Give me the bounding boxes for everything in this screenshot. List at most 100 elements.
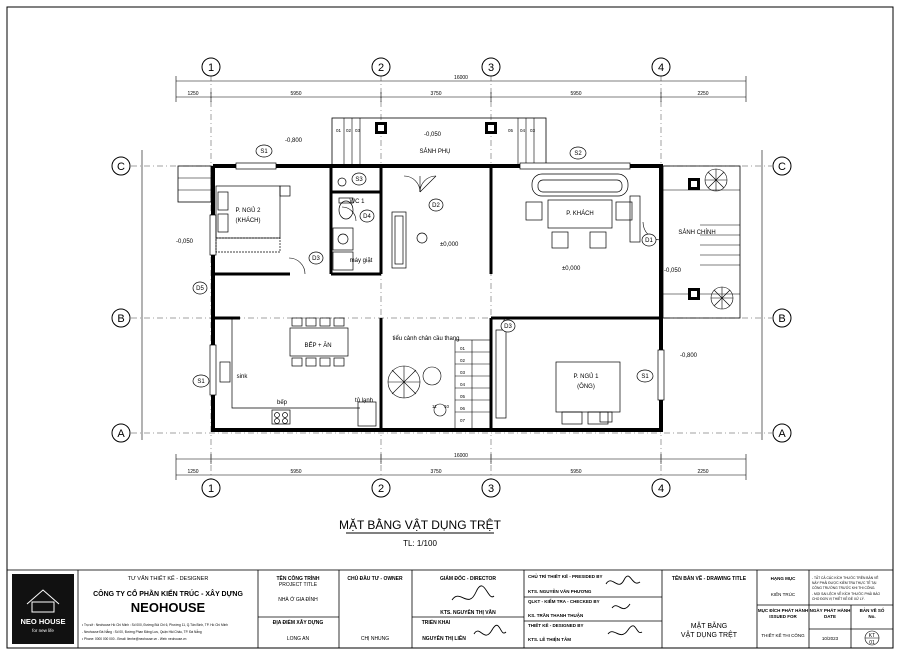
designer-head: TƯ VẤN THIẾT KẾ - DESIGNER — [128, 575, 209, 582]
bed-bedroom1 — [495, 329, 621, 425]
level-front-left: -0,800 — [285, 138, 303, 144]
label-stair-garden: tiểu cảnh chân cầu thang — [392, 335, 459, 342]
category-value: KIẾN TRÚC — [771, 591, 796, 597]
stair-step-2: 02 — [460, 358, 466, 363]
company-name: CÔNG TY CỔ PHẦN KIẾN TRÚC - XÂY DỰNG — [93, 588, 243, 598]
dim-bottom-3: 3750 — [430, 469, 441, 475]
note-line-2: NÀY PHẢI ĐƯỢC KIỂM TRA THỰC TẾ TẠI — [812, 580, 876, 585]
stair-step-6: 06 — [460, 406, 466, 411]
project-value: NHÀ Ở GIA ĐÌNH — [278, 596, 318, 603]
level-left-side: -0,050 — [176, 239, 194, 245]
sheet-head: BẢN VẼ SỐ — [860, 607, 885, 613]
label-stove: bếp — [277, 400, 288, 406]
room-bedroom2-line2: (KHÁCH) — [236, 217, 261, 224]
date-head: NGÀY PHÁT HÀNH — [810, 607, 851, 613]
dim-bottom-1: 1250 — [187, 469, 198, 475]
dim-top-1: 1250 — [187, 91, 198, 97]
label-fridge: tủ lạnh — [355, 397, 373, 404]
designed-name: KTS. LÊ THIỆN TÂM — [528, 635, 571, 642]
grid-label-3-top: 3 — [488, 62, 494, 74]
dim-top-2: 5950 — [290, 91, 301, 97]
drawing-head: TÊN BẢN VẼ - DRAWING TITLE — [672, 574, 747, 582]
grid-label-2-bottom: 2 — [378, 483, 384, 495]
level-hall: ±0,000 — [440, 242, 459, 248]
bed-bedroom2 — [215, 185, 291, 253]
grid-bubbles — [111, 57, 792, 498]
grid-label-c-right: C — [778, 161, 786, 173]
deploy-name: NGUYỄN THỊ LIÊN — [422, 634, 466, 642]
sheet-number: 01 — [869, 640, 875, 646]
logo-sub: for new life — [32, 628, 54, 633]
date-head-en: DATE — [824, 614, 836, 619]
grid-label-c-left: C — [117, 161, 125, 173]
grid-label-a-right: A — [778, 428, 786, 440]
living-furniture — [525, 173, 641, 249]
stair-step-5: 05 — [460, 394, 466, 399]
logo-house-icon — [26, 589, 60, 613]
step-front-right-2: 04 — [520, 128, 526, 133]
logo-text: NEO HOUSE — [20, 617, 65, 626]
grid-label-4-bottom: 4 — [658, 483, 664, 495]
interior-walls — [213, 166, 661, 430]
drawing-line-1: MẶT BẰNG — [691, 621, 727, 630]
designed-head: THIẾT KẾ - DESIGNED BY — [528, 622, 584, 628]
label-sink: sink — [237, 374, 249, 380]
tag-d3-left: D3 — [312, 256, 320, 262]
project-head-en: PROJECT TITLE — [279, 582, 318, 588]
dim-bottom-2: 5950 — [290, 469, 301, 475]
title-block-frame — [6, 569, 894, 649]
dim-top-4: 5950 — [570, 91, 581, 97]
grid-label-1-top: 1 — [208, 62, 214, 74]
exterior-walls — [211, 164, 663, 432]
dining-furniture — [289, 317, 349, 367]
deploy-head: TRIỂN KHAI — [422, 619, 451, 626]
level-right-side: -0,050 — [664, 268, 682, 274]
purpose-head: MỤC ĐÍCH PHÁT HÀNH — [758, 606, 808, 613]
porch-plants — [704, 168, 734, 310]
tag-s3: S3 — [355, 177, 363, 183]
owner-value: CHỊ NHUNG — [361, 636, 389, 642]
grid-label-3-bottom: 3 — [488, 483, 494, 495]
sheet-frame — [6, 6, 894, 649]
address-line-2: - Neohouse Đà Nẵng : Số 00, Đường Phan Đ… — [82, 629, 202, 634]
stair-step-1: 01 — [460, 346, 466, 351]
grid-label-b-right: B — [778, 313, 785, 325]
note-line-4: - MỌI SAI LỆCH VỀ KÍCH THƯỚC PHẢI BÁO — [812, 591, 880, 596]
step-front-right-1: 05 — [508, 128, 514, 133]
grid-label-1-bottom: 1 — [208, 483, 214, 495]
tag-s1-top: S1 — [260, 149, 268, 155]
room-living: P. KHÁCH — [566, 210, 594, 217]
doors — [288, 175, 662, 333]
dim-bottom-5: 2250 — [697, 469, 708, 475]
brand-name: NEOHOUSE — [131, 600, 206, 615]
checked-name: KS. TRẦN THANH THUẬN — [528, 612, 583, 618]
room-bedroom1-line2: (ÔNG) — [577, 383, 595, 390]
room-bedroom1-line1: P. NGỦ 1 — [574, 373, 600, 380]
location-head: ĐỊA ĐIỂM XÂY DỰNG — [273, 619, 324, 626]
stair-step-11: 11 — [432, 404, 437, 409]
room-washer: máy giặt — [350, 258, 373, 264]
purpose-value: THIẾT KẾ THI CÔNG — [761, 632, 805, 638]
step-front-left-2: 02 — [346, 128, 352, 133]
owner-head: CHỦ ĐẦU TƯ - OWNER — [347, 575, 403, 582]
tag-s2: S2 — [574, 151, 582, 157]
stair-step-7: 07 — [460, 418, 466, 423]
tag-d2: D2 — [432, 203, 440, 209]
grid-label-2-top: 2 — [378, 62, 384, 74]
step-front-right-3: 03 — [530, 128, 536, 133]
location-value: LONG AN — [287, 636, 310, 642]
drawing-scale: TL: 1/100 — [403, 539, 437, 548]
checked-head: QLKT - KIỂM TRA - CHECKED BY — [528, 598, 600, 604]
tag-d3-right: D3 — [504, 324, 512, 330]
grid-label-4-top: 4 — [658, 62, 664, 74]
level-front-center: -0,050 — [424, 132, 442, 138]
tag-d5: D5 — [196, 286, 204, 292]
stair-step-10: 10 — [444, 404, 450, 409]
tag-s1-left: S1 — [197, 379, 205, 385]
porch-steps — [178, 118, 740, 295]
wc-fixtures — [332, 177, 354, 271]
grid-lines — [131, 75, 772, 480]
company-logo — [12, 574, 74, 644]
step-front-left-3: 03 — [355, 128, 361, 133]
room-main-porch: SẢNH CHÍNH — [678, 229, 715, 236]
